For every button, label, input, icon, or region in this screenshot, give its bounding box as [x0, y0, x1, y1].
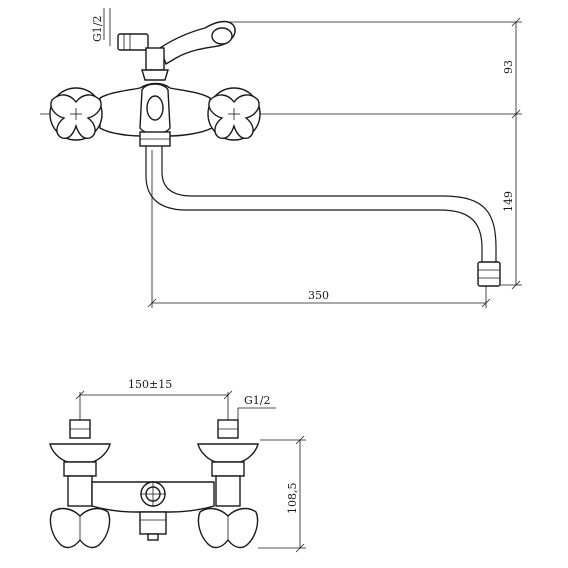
spout-length-label: 350	[308, 289, 329, 302]
front-view	[49, 390, 306, 553]
right-rosette-front	[197, 443, 259, 463]
tick	[295, 435, 305, 445]
height-upper-label: 93	[502, 60, 515, 74]
left-rosette-front	[49, 443, 111, 463]
tick	[295, 543, 305, 553]
left-eccentric-stem	[67, 475, 93, 507]
tick	[481, 298, 491, 308]
front-height-label: 108,5	[286, 483, 299, 515]
aerator	[477, 261, 501, 287]
body-center-boss	[146, 95, 164, 121]
diverter-stem	[145, 47, 165, 71]
spout-inner	[161, 146, 497, 270]
diverter-cap	[141, 69, 169, 81]
tick	[75, 390, 85, 400]
thread-fitting	[117, 33, 149, 51]
tick	[147, 298, 157, 308]
lever-knob	[211, 27, 233, 45]
front-outlet	[139, 511, 167, 535]
tick	[223, 390, 233, 400]
left-eccentric-front	[63, 461, 97, 477]
tick	[511, 17, 521, 27]
centers-label: 150±15	[128, 378, 172, 391]
height-lower-label: 149	[502, 191, 515, 212]
right-eccentric-stem	[215, 475, 241, 507]
spout-outer	[145, 146, 483, 270]
front-outlet-tip	[147, 533, 159, 541]
side-thread-label: G1/2	[91, 16, 104, 43]
tick	[511, 109, 521, 119]
right-eccentric-front	[211, 461, 245, 477]
tick	[511, 280, 521, 290]
front-thread-label: G1/2	[244, 394, 271, 407]
side-view	[40, 8, 522, 308]
